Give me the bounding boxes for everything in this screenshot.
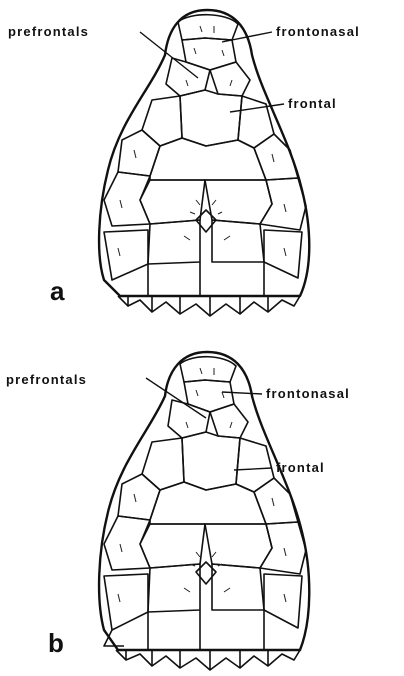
scale-side-left-lower-b: [104, 574, 148, 630]
leader-frontonasal-b: [222, 392, 262, 394]
leader-prefrontals-b: [146, 378, 206, 418]
scale-temporal-left-a: [118, 130, 160, 176]
scale-temporal-left-b: [118, 474, 160, 520]
scale-parietal-left-b: [140, 524, 205, 568]
scale-rostral-b: [180, 357, 236, 382]
leader-frontal-a: [230, 104, 284, 112]
scale-parietal-left-a: [140, 180, 205, 224]
scale-frontal-b: [182, 432, 240, 490]
scale-temporal-right-a: [254, 134, 298, 180]
scale-interparietal-b: [150, 482, 266, 524]
scale-occipital-right-a: [212, 220, 264, 262]
panel-letter-b: b: [48, 628, 64, 658]
scale-prefrontal-right-a: [210, 62, 250, 96]
scale-side-right-upper-b: [260, 522, 306, 574]
panel-letter-a: a: [50, 276, 65, 306]
scale-center-diamond-a: [196, 210, 216, 232]
scale-supraocular-right-b: [236, 438, 274, 492]
scale-center-diamond-b: [196, 562, 216, 584]
head-outline-a: [99, 10, 309, 296]
label-frontonasal-b: frontonasal: [266, 386, 350, 401]
scale-side-right-lower-a: [264, 230, 302, 278]
panel-b: prefrontals frontonasal frontal b: [6, 352, 350, 670]
panel-a: prefrontals frontonasal frontal a: [8, 10, 360, 316]
scale-rostral-a: [178, 15, 238, 40]
label-prefrontals-a: prefrontals: [8, 24, 89, 39]
scale-frontal-a: [180, 90, 242, 146]
scale-nuchal-row-b: [116, 650, 300, 670]
scale-supraocular-left-b: [142, 438, 184, 490]
scale-parietal-right-b: [205, 524, 272, 568]
scale-prefrontal-right-b: [210, 404, 248, 438]
scale-side-right-upper-a: [260, 178, 306, 230]
scale-nuchal-row-a: [118, 296, 300, 316]
scale-side-left-lower-a: [104, 230, 148, 280]
scale-interparietal-a: [150, 138, 266, 180]
scale-parietal-right-a: [205, 180, 272, 224]
label-frontal-b: frontal: [276, 460, 325, 475]
label-prefrontals-b: prefrontals: [6, 372, 87, 387]
scale-nuchal-lines-b: [104, 610, 268, 670]
scale-supraocular-left-a: [142, 96, 182, 146]
scale-side-left-upper-a: [104, 172, 150, 226]
label-frontal-a: frontal: [288, 96, 337, 111]
scale-side-left-upper-b: [104, 516, 150, 570]
scale-occipital-left-a: [148, 220, 200, 264]
scale-occipital-left-b: [148, 564, 200, 612]
leader-frontal-b: [234, 468, 272, 470]
label-frontonasal-a: frontonasal: [276, 24, 360, 39]
scale-occipital-right-b: [212, 564, 264, 610]
scale-temporal-right-b: [254, 478, 298, 524]
scale-side-right-lower-b: [264, 574, 302, 628]
